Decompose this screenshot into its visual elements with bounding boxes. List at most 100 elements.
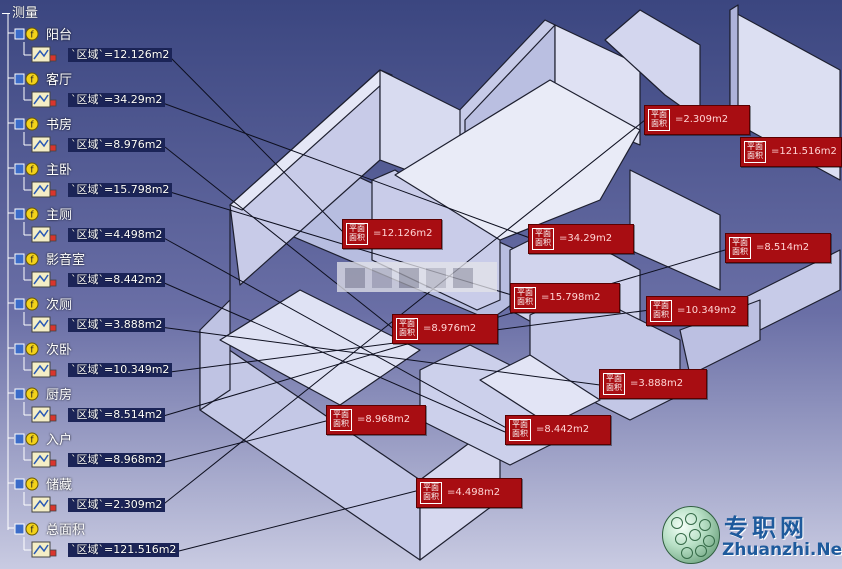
svg-text:f: f bbox=[30, 436, 34, 446]
measure-value: `区域`=8.442m2 bbox=[68, 273, 166, 287]
tree-node-room[interactable]: f 主卧 bbox=[14, 157, 254, 179]
pin-icon: f bbox=[14, 296, 40, 312]
tree-measure-item[interactable]: `区域`=8.514m2 bbox=[30, 404, 240, 426]
tree-measure-item[interactable]: `区域`=34.29m2 bbox=[30, 89, 240, 111]
tree-root[interactable]: 测量 bbox=[2, 2, 38, 21]
area-label-total[interactable]: 平面 面积 =121.516m2 bbox=[740, 137, 842, 167]
area-label-value: =10.349m2 bbox=[677, 305, 737, 316]
measure-value: `区域`=34.29m2 bbox=[68, 93, 166, 107]
area-label-value: =4.498m2 bbox=[447, 487, 501, 498]
wall-right-tall-side bbox=[729, 4, 739, 121]
area-glyph-icon: 平面 面积 bbox=[729, 237, 751, 259]
tree-node-room[interactable]: f 储藏 bbox=[14, 472, 254, 494]
pin-icon: f bbox=[14, 71, 40, 87]
area-label-value: =8.968m2 bbox=[357, 414, 411, 425]
tree-node-room[interactable]: f 总面积 bbox=[14, 517, 254, 539]
pin-icon: f bbox=[14, 431, 40, 447]
tree-measure-item[interactable]: `区域`=12.126m2 bbox=[30, 44, 240, 66]
area-measure-icon bbox=[30, 360, 58, 380]
area-glyph-icon: 平面 面积 bbox=[509, 419, 531, 441]
tree-node-label: 厨房 bbox=[46, 388, 73, 403]
tree-node-room[interactable]: f 厨房 bbox=[14, 382, 254, 404]
measure-value: `区域`=8.514m2 bbox=[68, 408, 166, 422]
area-label-master-bath[interactable]: 平面 面积 =4.498m2 bbox=[416, 478, 522, 508]
pin-icon: f bbox=[14, 116, 40, 132]
svg-text:f: f bbox=[30, 391, 34, 401]
measure-value: `区域`=121.516m2 bbox=[68, 543, 180, 557]
pin-icon: f bbox=[14, 476, 40, 492]
tree-measure-item[interactable]: `区域`=121.516m2 bbox=[30, 539, 240, 561]
svg-text:f: f bbox=[30, 301, 34, 311]
tree-measure-item[interactable]: `区域`=8.968m2 bbox=[30, 449, 240, 471]
tree-node-label: 主卧 bbox=[46, 163, 73, 178]
area-measure-icon bbox=[30, 405, 58, 425]
area-label-master-bedroom[interactable]: 平面 面积 =15.798m2 bbox=[510, 283, 620, 313]
blurred-region bbox=[337, 262, 497, 292]
area-label-kitchen[interactable]: 平面 面积 =8.514m2 bbox=[725, 233, 831, 263]
pin-icon: f bbox=[14, 521, 40, 537]
area-label-storage[interactable]: 平面 面积 =2.309m2 bbox=[644, 105, 750, 135]
area-measure-icon bbox=[30, 495, 58, 515]
tree-measure-item[interactable]: `区域`=10.349m2 bbox=[30, 359, 240, 381]
area-glyph-icon: 平面 面积 bbox=[650, 300, 672, 322]
area-label-theater-room[interactable]: 平面 面积 =8.442m2 bbox=[505, 415, 611, 445]
tree-node-room[interactable]: f 客厅 bbox=[14, 67, 254, 89]
measure-value: `区域`=15.798m2 bbox=[68, 183, 173, 197]
tree-node-label: 次厕 bbox=[46, 298, 73, 313]
floor-bedroom bbox=[219, 289, 421, 406]
area-label-balcony[interactable]: 平面 面积 =12.126m2 bbox=[342, 219, 442, 249]
svg-text:f: f bbox=[30, 121, 34, 131]
zhuanzhi-watermark: 专职网 Zhuanzhi.Net bbox=[660, 506, 842, 566]
tree-measure-item[interactable]: `区域`=3.888m2 bbox=[30, 314, 240, 336]
area-measure-icon bbox=[30, 135, 58, 155]
area-label-value: =15.798m2 bbox=[541, 292, 601, 303]
tree-root-connector bbox=[2, 13, 10, 14]
tree-measure-item[interactable]: `区域`=8.976m2 bbox=[30, 134, 240, 156]
tree-measure-item[interactable]: `区域`=15.798m2 bbox=[30, 179, 240, 201]
area-label-value: =2.309m2 bbox=[675, 114, 729, 125]
pin-icon: f bbox=[14, 161, 40, 177]
measure-value: `区域`=4.498m2 bbox=[68, 228, 166, 242]
svg-text:f: f bbox=[30, 166, 34, 176]
svg-text:f: f bbox=[30, 526, 34, 536]
area-measure-icon bbox=[30, 540, 58, 560]
tree-node-label: 书房 bbox=[46, 118, 73, 133]
tree-node-label: 总面积 bbox=[46, 523, 86, 538]
area-label-value: =3.888m2 bbox=[630, 378, 684, 389]
area-label-value: =121.516m2 bbox=[771, 146, 837, 157]
area-label-second-bedroom[interactable]: 平面 面积 =10.349m2 bbox=[646, 296, 748, 326]
outer-wall-left bbox=[199, 209, 231, 411]
measure-value: `区域`=8.976m2 bbox=[68, 138, 166, 152]
area-measure-icon bbox=[30, 450, 58, 470]
area-glyph-icon: 平面 面积 bbox=[346, 223, 368, 245]
tree-measure-item[interactable]: `区域`=8.442m2 bbox=[30, 269, 240, 291]
pin-icon: f bbox=[14, 386, 40, 402]
tree-node-room[interactable]: f 次厕 bbox=[14, 292, 254, 314]
tree-measure-item[interactable]: `区域`=2.309m2 bbox=[30, 494, 240, 516]
area-glyph-icon: 平面 面积 bbox=[330, 409, 352, 431]
area-measure-icon bbox=[30, 225, 58, 245]
area-label-study[interactable]: 平面 面积 =8.976m2 bbox=[392, 314, 498, 344]
tree-node-room[interactable]: f 书房 bbox=[14, 112, 254, 134]
area-label-entry[interactable]: 平面 面积 =8.968m2 bbox=[326, 405, 426, 435]
tree-node-label: 主厕 bbox=[46, 208, 73, 223]
tree-node-label: 客厅 bbox=[46, 73, 73, 88]
tree-node-label: 储藏 bbox=[46, 478, 73, 493]
area-label-value: =34.29m2 bbox=[559, 233, 613, 244]
tree-measure-item[interactable]: `区域`=4.498m2 bbox=[30, 224, 240, 246]
measure-value: `区域`=8.968m2 bbox=[68, 453, 166, 467]
area-glyph-icon: 平面 面积 bbox=[744, 141, 766, 163]
wall-corridor-b bbox=[604, 9, 701, 121]
area-label-value: =12.126m2 bbox=[373, 228, 433, 239]
area-label-second-bath[interactable]: 平面 面积 =3.888m2 bbox=[599, 369, 707, 399]
area-glyph-icon: 平面 面积 bbox=[396, 318, 418, 340]
area-label-living-room[interactable]: 平面 面积 =34.29m2 bbox=[528, 224, 634, 254]
area-measure-icon bbox=[30, 45, 58, 65]
